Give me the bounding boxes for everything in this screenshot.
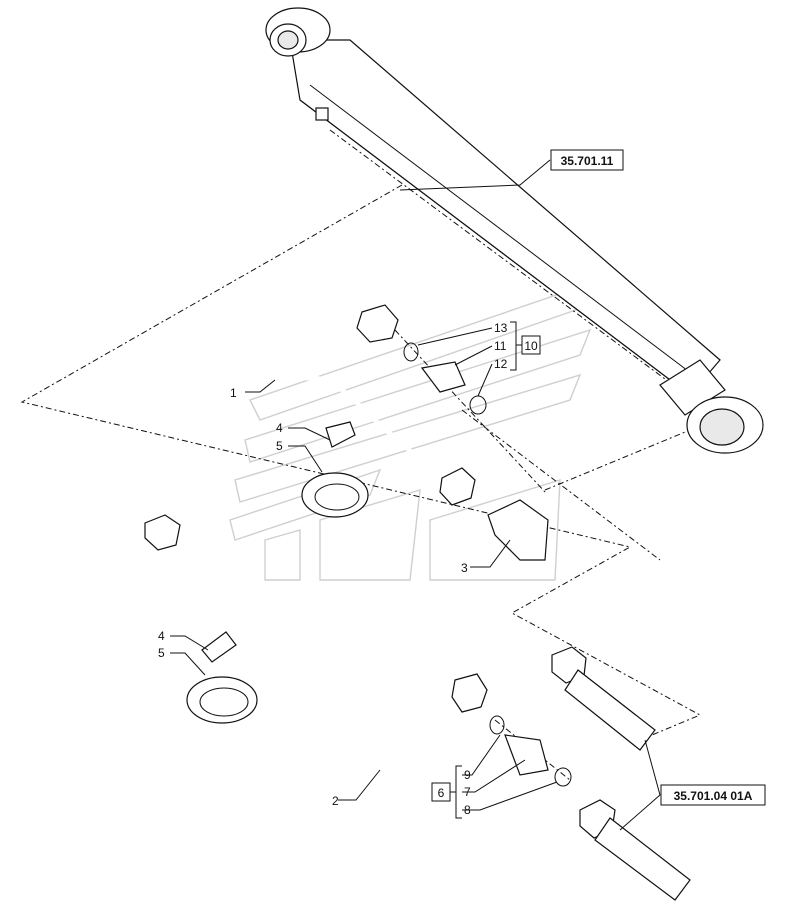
callout-7: 7 [464,785,471,799]
pipe-1 [268,296,476,506]
lower-fittings [489,715,572,787]
reference-bolts[interactable]: 35.701.04 01A [660,784,766,806]
kit-box-upper: 10 [521,335,541,355]
leader-lines [170,159,661,831]
callout-11: 11 [494,339,507,353]
ref-cylinder-text: 35.701.11 [561,154,614,168]
callout-2: 2 [332,794,339,808]
hydraulic-cylinder [265,7,764,454]
callout-13: 13 [494,321,508,335]
callout-3: 3 [461,561,468,575]
kit-box-lower: 6 [431,782,451,802]
kit-lower-label: 6 [438,786,445,800]
clamp-upper [301,421,369,518]
callout-8: 8 [464,803,471,817]
callout-1: 1 [230,386,237,400]
kit-brackets [450,321,522,819]
callout-4-lower: 4 [158,629,165,643]
bolts [551,646,691,901]
callout-9: 9 [464,768,471,782]
upper-fittings [403,342,549,561]
ref-bolts-text: 35.701.04 01A [674,789,753,803]
boundary-lines [20,129,701,781]
pipe-2 [144,514,488,783]
clamp-lower [186,631,258,724]
callout-5-lower: 5 [158,646,165,660]
callout-12: 12 [494,357,508,371]
kit-upper-label: 10 [524,339,538,353]
callout-5-upper: 5 [276,439,283,453]
reference-cylinder[interactable]: 35.701.11 [550,149,624,171]
callout-4-upper: 4 [276,421,283,435]
